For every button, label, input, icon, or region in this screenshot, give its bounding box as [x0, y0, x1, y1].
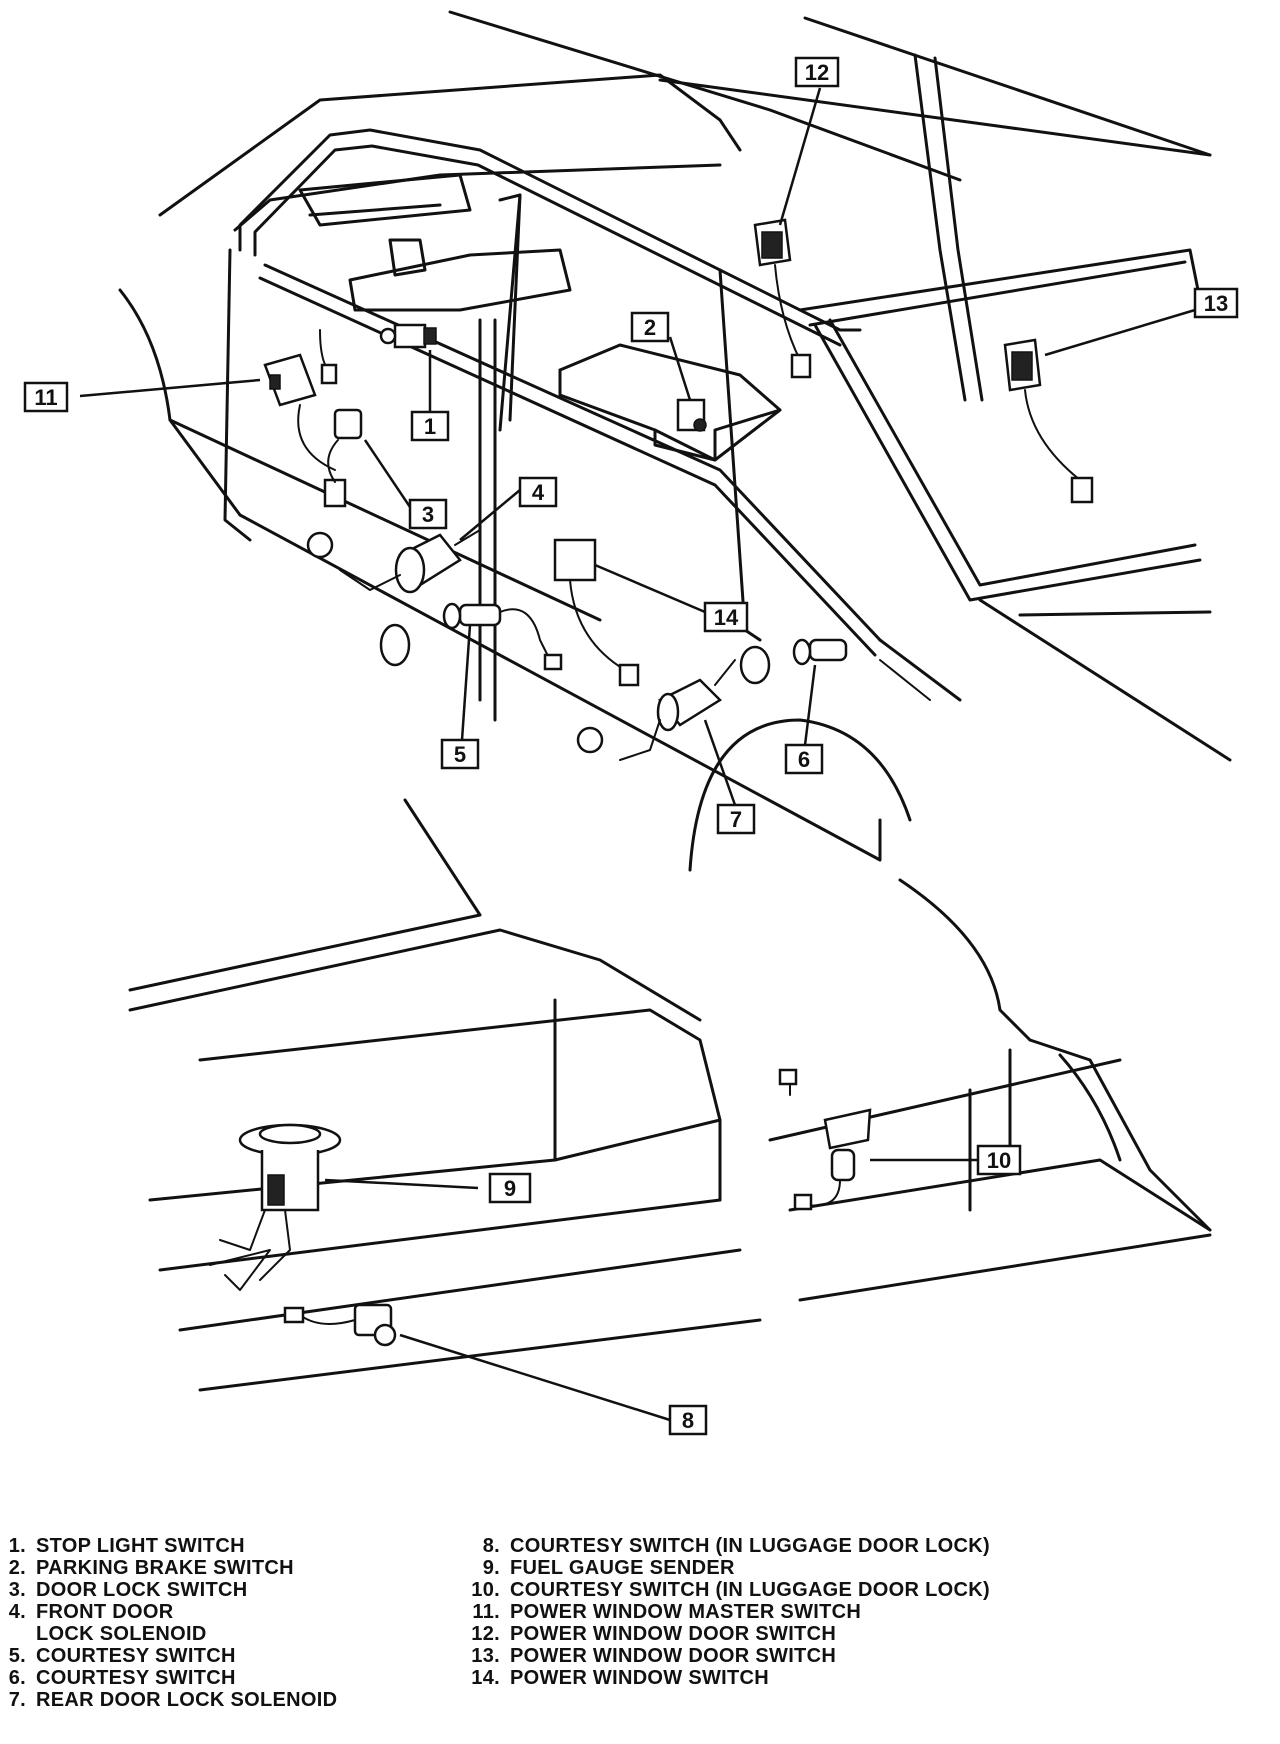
- part-courtesy-switch-5: [379, 602, 563, 671]
- legend-item: 12. POWER WINDOW DOOR SWITCH: [460, 1623, 990, 1645]
- leader-lines: [79, 87, 1196, 1422]
- legend-label: LOCK SOLENOID: [36, 1623, 207, 1645]
- callout-6: 6: [784, 743, 824, 775]
- wiring-diagram: 1 2 3 4 5 6 7 8 9 10 11 12: [23, 10, 1239, 1436]
- legend-label: COURTESY SWITCH (IN LUGGAGE DOOR LOCK): [510, 1535, 990, 1557]
- legend-item: 8. COURTESY SWITCH (IN LUGGAGE DOOR LOCK): [460, 1535, 990, 1557]
- part-courtesy-switch-6: [739, 638, 931, 701]
- callout-1-label: 1: [424, 414, 436, 439]
- callout-8-label: 8: [682, 1408, 694, 1433]
- legend-item: 10. COURTESY SWITCH (IN LUGGAGE DOOR LOCK…: [460, 1579, 990, 1601]
- legend-item: 3. DOOR LOCK SWITCH: [0, 1579, 337, 1601]
- part-door-lock-switch: [323, 408, 363, 508]
- legend-label: DOOR LOCK SWITCH: [36, 1579, 248, 1601]
- legend-number: 14.: [471, 1667, 500, 1689]
- part-fuel-gauge-sender: [209, 1123, 342, 1291]
- legend-number: 2.: [8, 1557, 26, 1579]
- vehicle-rear-outline: [128, 798, 1212, 1392]
- legend-item: 7. REAR DOOR LOCK SOLENOID: [0, 1689, 337, 1711]
- callout-12-label: 12: [805, 60, 829, 85]
- legend-label: POWER WINDOW SWITCH: [510, 1667, 770, 1689]
- callout-11: 11: [23, 381, 69, 413]
- legend-number: 3.: [8, 1579, 26, 1601]
- callout-7-label: 7: [730, 807, 742, 832]
- callout-4-label: 4: [532, 480, 545, 505]
- part-power-window-master-switch: [263, 329, 338, 471]
- part-front-door-lock-solenoid: [306, 529, 481, 594]
- part-power-window-switch: [553, 538, 640, 687]
- legend-column-left: 1. STOP LIGHT SWITCH 2. PARKING BRAKE SWIT…: [0, 1535, 337, 1711]
- part-parking-brake-switch: [676, 398, 707, 432]
- callout-2-label: 2: [644, 315, 656, 340]
- legend-number: 7.: [8, 1689, 26, 1711]
- callout-4: 4: [518, 476, 558, 508]
- legend-number: 5.: [8, 1645, 26, 1667]
- callout-5: 5: [440, 738, 480, 770]
- callout-7: 7: [716, 803, 756, 835]
- callout-13-label: 13: [1204, 291, 1228, 316]
- part-stop-light-switch: [379, 323, 437, 349]
- legend-label: POWER WINDOW DOOR SWITCH: [510, 1623, 837, 1645]
- callout-6-label: 6: [798, 747, 810, 772]
- legend-number: 1.: [8, 1535, 26, 1557]
- legend-label: PARKING BRAKE SWITCH: [36, 1557, 294, 1579]
- legend-item: 4. FRONT DOOR: [0, 1601, 337, 1623]
- legend-label: POWER WINDOW DOOR SWITCH: [510, 1645, 837, 1667]
- callout-5-label: 5: [454, 742, 466, 767]
- callout-10: 10: [976, 1144, 1022, 1176]
- callout-10-label: 10: [987, 1148, 1011, 1173]
- parts-legend: 1. STOP LIGHT SWITCH 2. PARKING BRAKE SWIT…: [0, 1535, 1280, 1725]
- legend-item: 11. POWER WINDOW MASTER SWITCH: [460, 1601, 990, 1623]
- callout-3: 3: [408, 498, 448, 530]
- callout-1: 1: [410, 410, 450, 442]
- legend-item: 5. COURTESY SWITCH: [0, 1645, 337, 1667]
- legend-item: 2. PARKING BRAKE SWITCH: [0, 1557, 337, 1579]
- callout-2: 2: [630, 311, 670, 343]
- diagram-drawing: 1 2 3 4 5 6 7 8 9 10 11 12: [23, 10, 1239, 1436]
- part-rear-door-lock-solenoid: [576, 659, 736, 761]
- legend-column-right: 8. COURTESY SWITCH (IN LUGGAGE DOOR LOCK)…: [460, 1535, 990, 1689]
- legend-number: 10.: [471, 1579, 500, 1601]
- legend-number: 8.: [482, 1535, 500, 1557]
- callout-3-label: 3: [422, 502, 434, 527]
- legend-item: 9. FUEL GAUGE SENDER: [460, 1557, 990, 1579]
- legend-number: 13.: [471, 1645, 500, 1667]
- legend-label: COURTESY SWITCH: [36, 1667, 236, 1689]
- legend-label: COURTESY SWITCH (IN LUGGAGE DOOR LOCK): [510, 1579, 990, 1601]
- legend-label: STOP LIGHT SWITCH: [36, 1535, 245, 1557]
- legend-item-continuation: LOCK SOLENOID: [0, 1623, 337, 1645]
- callout-12: 12: [794, 56, 840, 88]
- callout-11-label: 11: [34, 385, 57, 410]
- legend-number: 9.: [482, 1557, 500, 1579]
- legend-item: 6. COURTESY SWITCH: [0, 1667, 337, 1689]
- vehicle-interior-outline: [118, 10, 1232, 872]
- legend-item: 1. STOP LIGHT SWITCH: [0, 1535, 337, 1557]
- legend-label: REAR DOOR LOCK SOLENOID: [36, 1689, 338, 1711]
- legend-label: FUEL GAUGE SENDER: [510, 1557, 735, 1579]
- legend-number: 4.: [8, 1601, 26, 1623]
- legend-label: COURTESY SWITCH: [36, 1645, 236, 1667]
- legend-label: FRONT DOOR: [36, 1601, 174, 1623]
- part-courtesy-switch-10: [778, 1068, 872, 1211]
- legend-item: 14. POWER WINDOW SWITCH: [460, 1667, 990, 1689]
- callout-14: 14: [703, 601, 749, 633]
- callout-13: 13: [1193, 287, 1239, 319]
- legend-item: 13. POWER WINDOW DOOR SWITCH: [460, 1645, 990, 1667]
- legend-number: 11.: [472, 1601, 500, 1623]
- legend-number: 12.: [471, 1623, 500, 1645]
- callout-9: 9: [488, 1172, 532, 1204]
- legend-number: 6.: [8, 1667, 26, 1689]
- part-courtesy-switch-8: [283, 1303, 397, 1347]
- callout-9-label: 9: [504, 1176, 516, 1201]
- callout-14-label: 14: [714, 605, 739, 630]
- legend-label: POWER WINDOW MASTER SWITCH: [510, 1601, 862, 1623]
- part-power-window-door-switch-12: [753, 218, 812, 379]
- part-power-window-door-switch-13: [1003, 338, 1094, 504]
- callout-8: 8: [668, 1404, 708, 1436]
